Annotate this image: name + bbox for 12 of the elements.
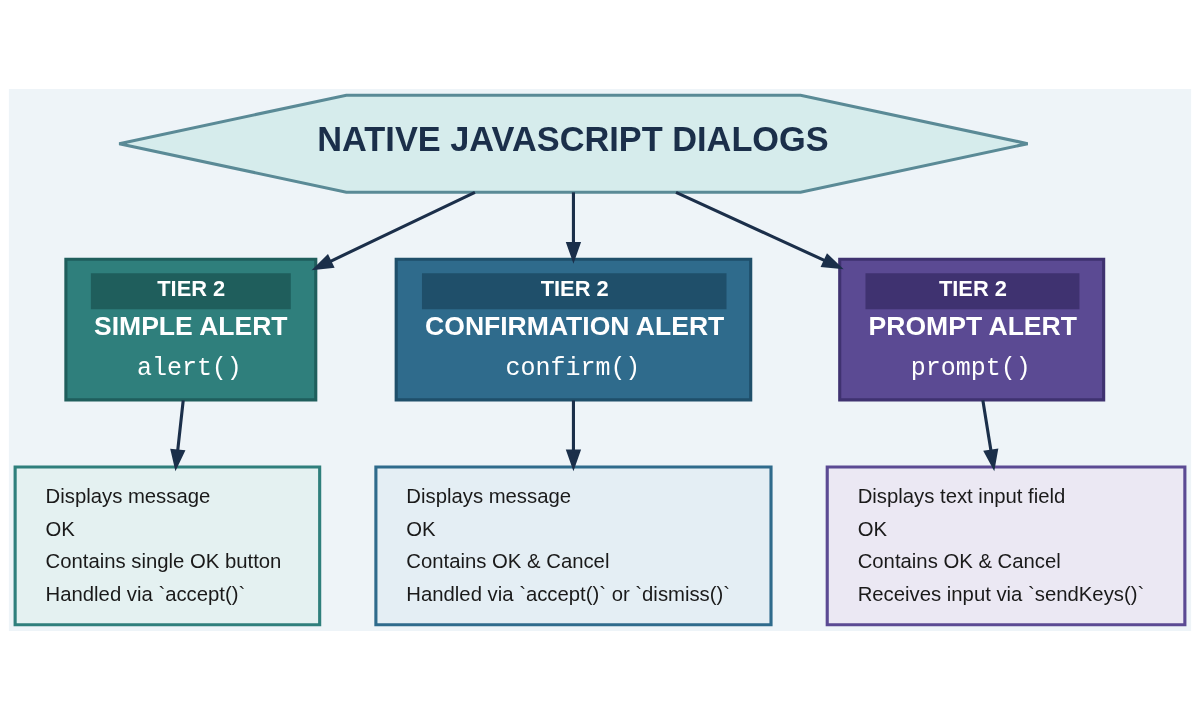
node-box: Displays text input field OK Contains OK & Cancel Receives input via `sendKeys()` — [825, 465, 1187, 627]
arrow — [981, 400, 999, 472]
node-box: TIER 2 PROMPT ALERT prompt() — [838, 257, 1106, 402]
arrow — [675, 190, 844, 270]
arrow — [565, 192, 582, 264]
node-box: TIER 2 CONFIRMATION ALERT confirm() — [394, 257, 753, 402]
node-box: TIER 2 SIMPLE ALERT alert() — [64, 257, 318, 402]
arrow — [565, 400, 582, 472]
arrow — [311, 190, 476, 271]
node-box: Displays message OK Contains OK & Cancel Handled via `accept()` or `dismiss()` — [374, 465, 773, 627]
node-box: Displays message OK Contains single OK button Handled via `accept()` — [13, 465, 322, 627]
arrow — [170, 400, 186, 472]
